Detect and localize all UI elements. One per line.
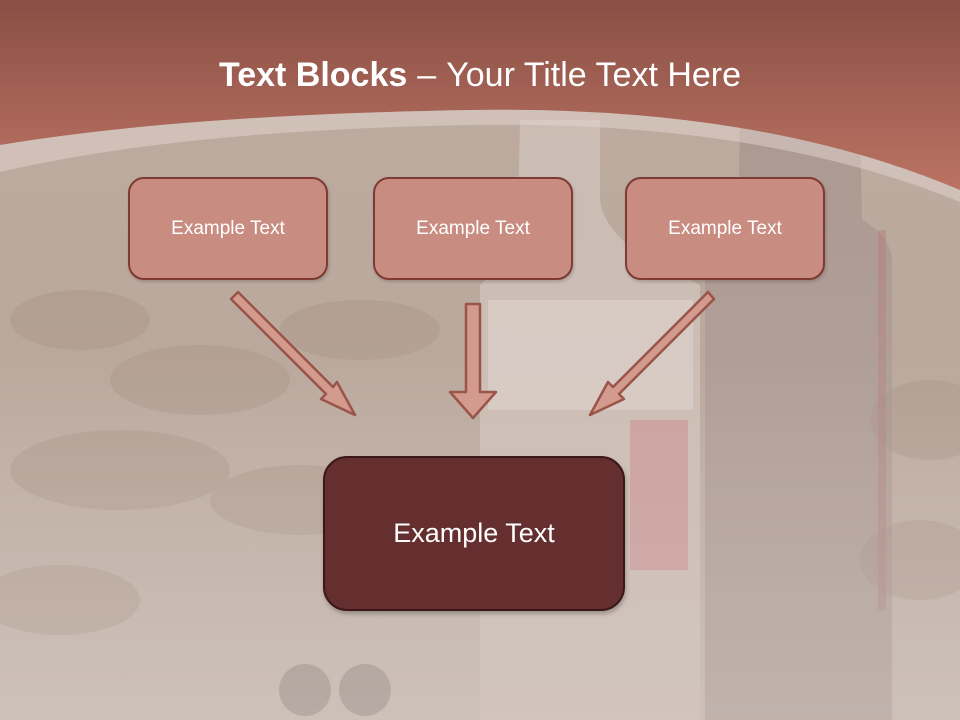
arrow-right: [588, 290, 716, 417]
title-bold: Text Blocks: [218, 56, 408, 94]
title-separator: –: [417, 56, 437, 94]
target-block[interactable]: Example Text: [323, 456, 625, 611]
target-block-label: Example Text: [393, 518, 555, 548]
arrow-left: [229, 290, 357, 417]
slide-title[interactable]: Text Blocks–Your Title Text Here: [0, 52, 960, 98]
arrow-center: [448, 302, 498, 420]
text-block-2[interactable]: Example Text: [373, 177, 573, 280]
text-block-3-label: Example Text: [668, 217, 782, 239]
header-band: [0, 0, 960, 190]
text-block-3[interactable]: Example Text: [625, 177, 825, 280]
title-text: Your Title Text Here: [446, 56, 742, 94]
text-block-1-label: Example Text: [171, 217, 285, 239]
header-arc: [0, 109, 960, 202]
text-block-2-label: Example Text: [416, 217, 530, 239]
text-block-1[interactable]: Example Text: [128, 177, 328, 280]
